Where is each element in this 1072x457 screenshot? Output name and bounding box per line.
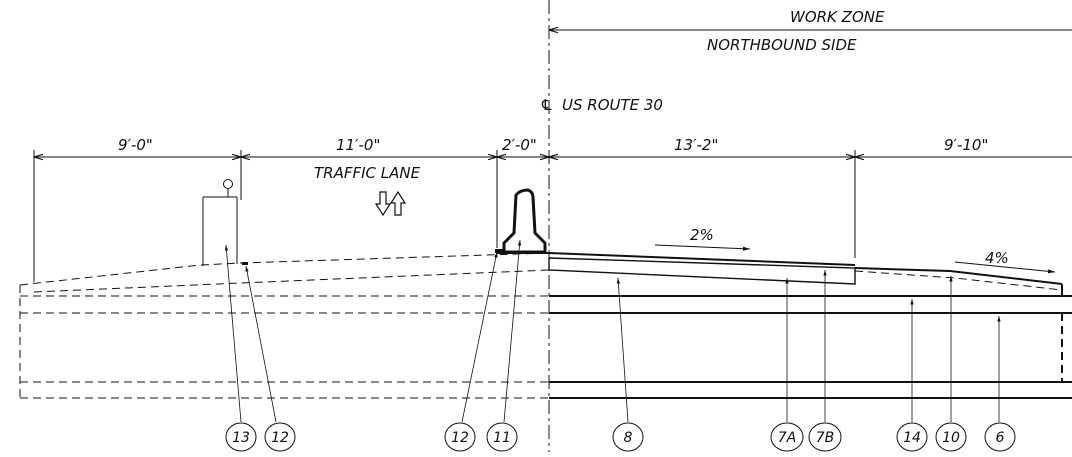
callout-bubble-12-right (444, 422, 476, 452)
callout-bubble-8 (612, 422, 644, 452)
dimension-13-2: 13′-2" (674, 136, 718, 154)
callout-11: 11 (493, 430, 511, 446)
callout-bubble-7b (808, 422, 842, 452)
dimension-chain (33, 150, 1072, 282)
two-way-traffic-icon (374, 190, 407, 217)
callout-bubble-11 (486, 422, 518, 452)
dimension-9-0: 9′-0" (118, 136, 153, 154)
dimension-2-0: 2′-0" (502, 136, 537, 154)
barrier-pavement-marker (495, 249, 503, 253)
callout-bubble-12-left (264, 422, 296, 452)
slope-4-arrow (954, 261, 1056, 274)
northbound-side-label: NORTHBOUND SIDE (707, 36, 857, 54)
traffic-lane-label: TRAFFIC LANE (314, 164, 421, 182)
dimension-11-0: 11′-0" (336, 136, 380, 154)
slope-4-percent: 4% (985, 249, 1009, 267)
callout-12-left: 12 (271, 430, 289, 446)
work-zone-label: WORK ZONE (790, 8, 885, 26)
callout-bubble-6 (984, 422, 1016, 452)
callout-14: 14 (903, 430, 921, 446)
leader-lines (224, 239, 1001, 423)
callout-bubbles (225, 422, 1016, 452)
slope-2-arrow (654, 244, 751, 251)
sign-post (202, 179, 238, 266)
callout-bubble-10 (935, 422, 967, 452)
callout-10: 10 (942, 430, 960, 446)
centerline-label: US ROUTE 30 (562, 96, 663, 114)
callout-bubble-7a (770, 422, 804, 452)
centerline-symbol: ℄ (540, 96, 553, 114)
callout-8: 8 (624, 430, 633, 446)
callout-bubble-13 (225, 422, 257, 452)
existing-roadway-section (19, 252, 550, 399)
callout-6: 6 (996, 430, 1005, 446)
callout-bubble-14 (896, 422, 928, 452)
callout-7b: 7B (816, 430, 835, 446)
slope-2-percent: 2% (690, 226, 714, 244)
concrete-barrier (502, 188, 547, 254)
new-pavement-section (548, 252, 1072, 399)
callout-numbers: 13 12 12 11 8 7A 7B 14 10 6 (232, 430, 1004, 446)
dimension-9-10: 9′-10" (944, 136, 988, 154)
callout-7a: 7A (778, 430, 796, 446)
callout-13: 13 (232, 430, 250, 446)
left-pavement-marker (242, 262, 248, 265)
callout-12-right: 12 (451, 430, 469, 446)
